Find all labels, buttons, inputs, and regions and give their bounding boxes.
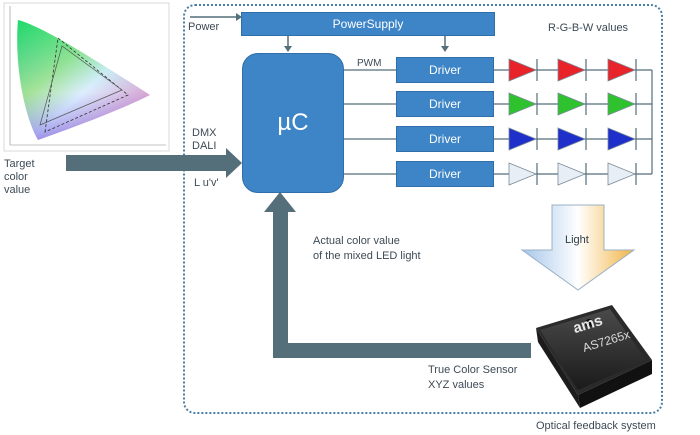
target-label-line-1: Target [4,158,35,170]
dmx-label: DMX [192,127,217,139]
protocol-labels: DMX DALI [192,127,216,153]
led-1-1 [508,58,538,82]
led-4-1 [508,162,538,186]
input-arrow [66,148,242,178]
cie-chart-icon [3,2,170,152]
actual-label-line-1: Actual color value [313,235,400,247]
target-label-line-3: value [4,184,31,196]
power-arrowhead [236,13,242,21]
optical-feedback-system-boundary [183,4,663,414]
actual-label-line-2: of the mixed LED light [313,250,421,262]
actual-color-label: Actual color value of the mixed LED ligh… [313,234,421,264]
driver-block-1: Driver [396,57,494,83]
rgbw-label: R-G-B-W values [548,22,629,34]
led-1-2 [557,58,587,82]
led-2-1 [508,92,538,116]
pwm-label: PWM [357,58,382,69]
led-4-3 [607,162,637,186]
light-arrow [520,204,636,291]
led-3-3 [607,127,637,151]
system-label: Optical feedback system [536,420,656,432]
power-label: Power [188,21,220,33]
led-2-3 [607,92,637,116]
dali-label: DALI [192,140,217,152]
led-array [508,58,637,186]
feedback-arrow [264,192,531,358]
sensor-chip-icon [536,305,652,408]
sensor-label-line-2: XYZ values [428,379,485,391]
led-3-2 [557,127,587,151]
target-label-line-2: color [4,171,28,183]
driver-block-4: Driver [396,161,494,187]
light-label: Light [565,234,589,246]
microcontroller-block: µC [242,53,344,193]
sensor-label-line-1: True Color Sensor [428,364,518,376]
led-2-2 [557,92,587,116]
luv-label: L u'v' [194,177,219,189]
sensor-label: True Color Sensor XYZ values [428,363,517,393]
driver-block-2: Driver [396,91,494,117]
driver-block-3: Driver [396,126,494,152]
led-1-3 [607,58,637,82]
led-4-2 [557,162,587,186]
target-color-label: Target color value [4,158,35,197]
power-supply-block: PowerSupply [241,12,495,36]
led-3-1 [508,127,538,151]
